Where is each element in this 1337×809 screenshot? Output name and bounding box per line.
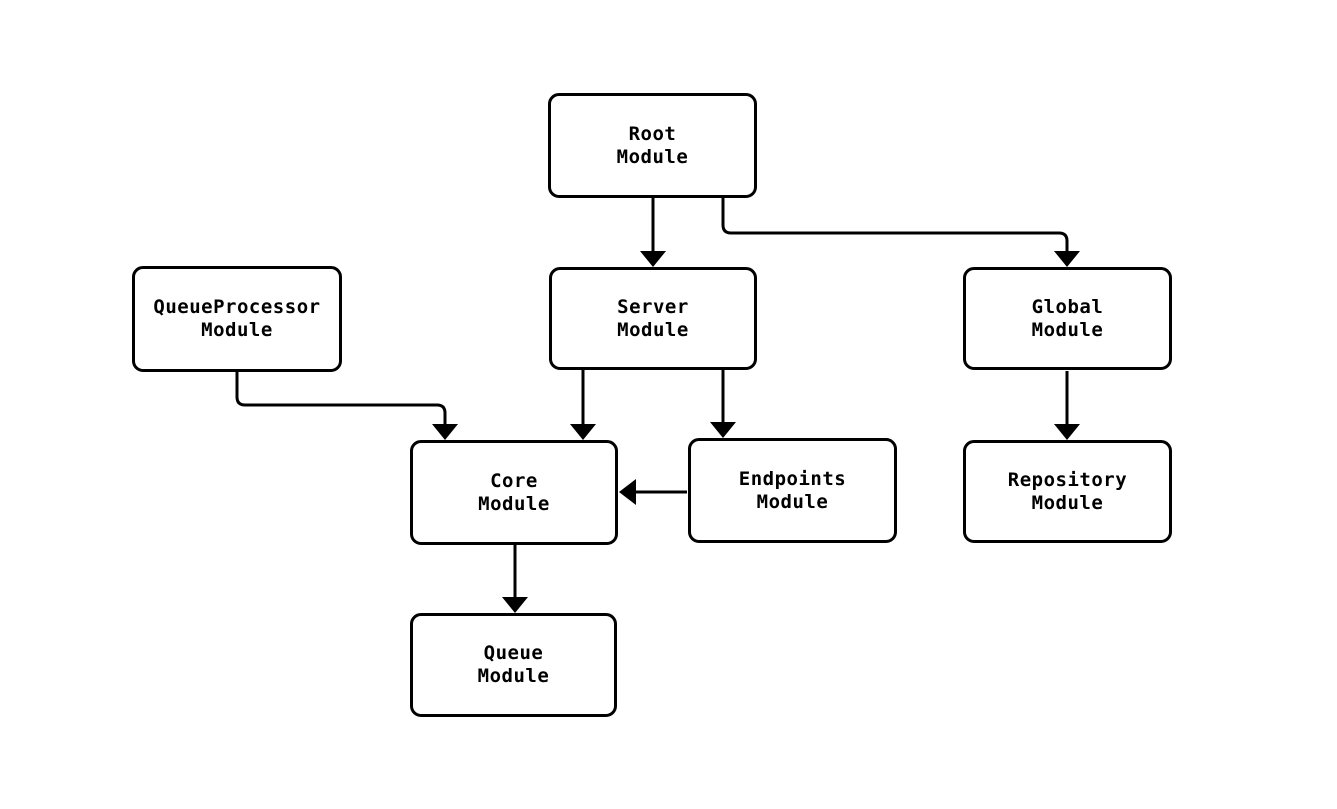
node-label: Repository [1007,468,1128,491]
node-label: Module [616,145,689,168]
edge-endpoints-to-core [619,479,687,505]
node-label: Global [1031,295,1104,318]
edge-core-to-queue [502,545,528,613]
node-server-module: Server Module [549,267,757,370]
node-label: Module [1031,318,1104,341]
node-label: Queue [483,642,544,664]
node-endpoints-module: Endpoints Module [688,438,897,543]
node-label: Module [477,665,550,687]
node-label: Module [1031,491,1104,514]
node-core-module: Core Module [410,440,618,545]
edge-root-to-global [721,198,1080,267]
edge-server-to-core [570,370,596,440]
node-label: Module [478,492,550,515]
edge-queueprocessor-to-core [235,372,458,440]
node-root-module: Root Module [548,93,757,198]
node-label: Module [201,319,273,341]
edge-global-to-repository [1054,371,1080,440]
node-queueprocessor-module: QueueProcessor Module [132,266,342,372]
node-label: QueueProcessor [153,296,321,318]
node-queue-module: Queue Module [410,613,617,717]
node-label: Server [617,295,689,318]
edge-server-to-endpoints [710,370,736,438]
node-label: Root [628,122,677,145]
node-global-module: Global Module [963,267,1172,370]
node-repository-module: Repository Module [963,440,1172,543]
node-label: Module [617,318,689,341]
edge-root-to-server [640,198,666,267]
node-label: Module [756,490,829,513]
node-label: Core [490,469,538,492]
node-label: Endpoints [738,467,847,490]
